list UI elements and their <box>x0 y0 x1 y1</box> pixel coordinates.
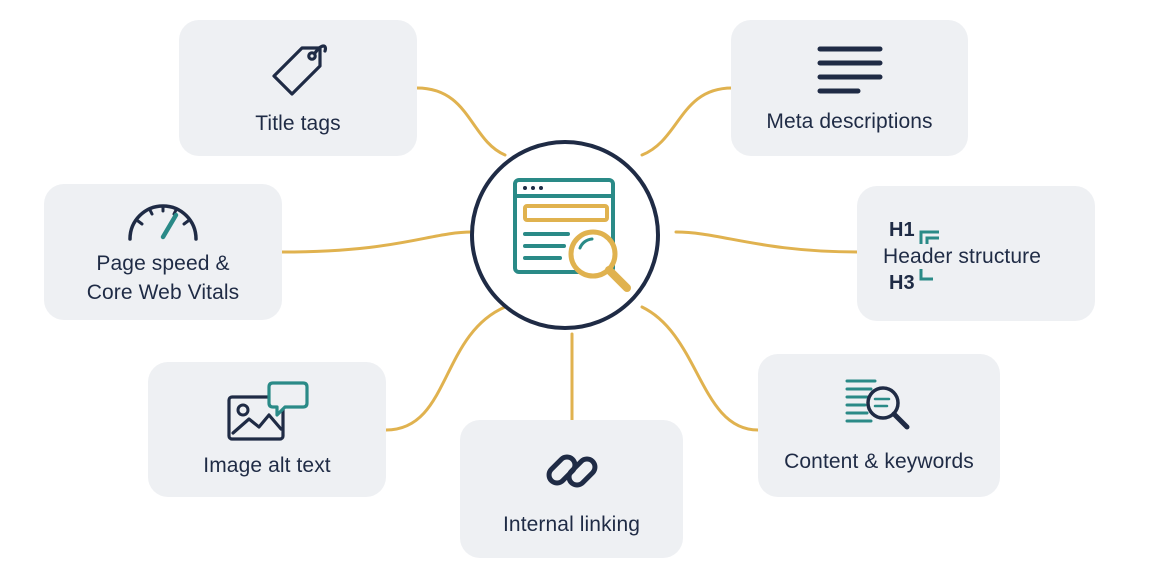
image-caption-icon <box>227 381 309 441</box>
heading-tag-h1: H1 <box>889 219 915 241</box>
chain-link-icon <box>546 454 597 487</box>
node-internal-linking: Internal linking <box>460 420 683 558</box>
speedometer-icon <box>128 204 198 241</box>
text-lines-icon <box>817 46 882 93</box>
node-content-keywords: Content & keywords <box>758 354 1000 497</box>
heading-hierarchy-icon <box>919 230 939 244</box>
connector-image-alt <box>384 305 507 432</box>
node-page-speed-label-line1: Page speed & <box>96 252 230 275</box>
node-meta-descriptions: Meta descriptions <box>731 20 968 156</box>
node-title-tags: Title tags <box>179 20 417 156</box>
node-title-tags-label: Title tags <box>255 111 341 135</box>
heading-tag-h3: H3 <box>889 272 915 294</box>
node-header-structure: H1 Header structure H3 <box>857 186 1095 321</box>
connector-meta-descriptions <box>640 86 734 157</box>
connector-content-keywords <box>640 305 760 432</box>
node-image-alt: Image alt text <box>148 362 386 497</box>
connector-header-structure <box>674 230 860 254</box>
connector-title-tags <box>415 86 507 157</box>
node-content-keywords-label: Content & keywords <box>784 450 974 473</box>
node-header-structure-label: Header structure <box>883 245 1042 268</box>
price-tag-icon <box>272 43 328 96</box>
heading-branch-icon <box>919 269 933 281</box>
connector-page-speed <box>280 230 474 254</box>
seo-hub <box>470 140 660 330</box>
node-image-alt-label: Image alt text <box>203 454 331 477</box>
node-page-speed-label-line2: Core Web Vitals <box>86 281 240 304</box>
node-internal-linking-label: Internal linking <box>502 512 640 536</box>
node-meta-descriptions-label: Meta descriptions <box>766 109 933 133</box>
header-structure-h3-row: H3 <box>889 269 941 295</box>
header-structure-h1-row: H1 <box>889 212 951 248</box>
webpage-search-icon <box>513 178 631 292</box>
document-search-icon <box>845 379 910 430</box>
node-page-speed: Page speed & Core Web Vitals <box>44 184 282 320</box>
